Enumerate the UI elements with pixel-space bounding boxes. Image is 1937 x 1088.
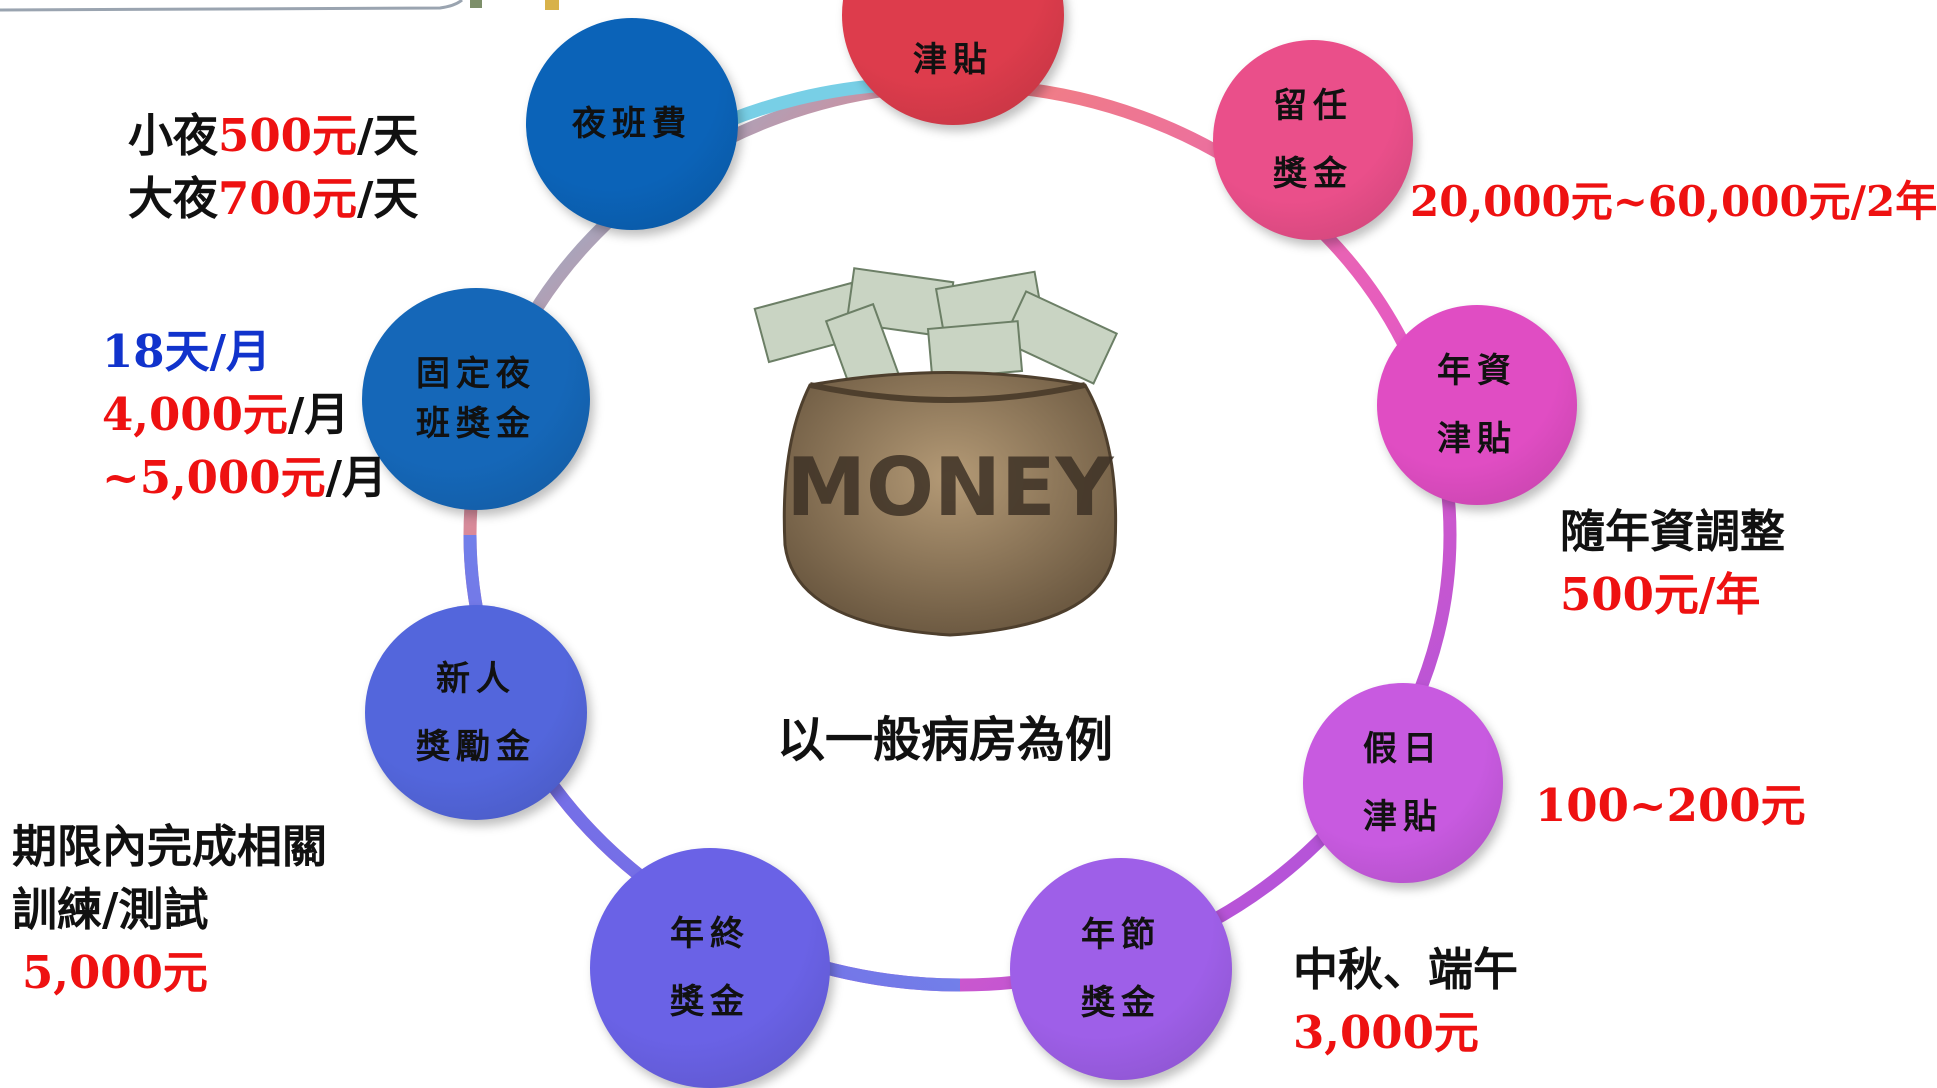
node-label: 新人	[436, 658, 516, 699]
node-label: 固定夜	[416, 354, 536, 394]
node-fixed-night-bonus: 固定夜 班獎金	[362, 288, 590, 510]
node-label: 夜班費	[572, 104, 692, 144]
money-bag-icon: MONEY	[753, 267, 1119, 637]
node-label: 班獎金	[416, 404, 536, 444]
node-label: 年資	[1437, 351, 1517, 391]
node-festival-bonus: 年節 獎金	[1010, 858, 1232, 1080]
node-label: 津貼	[1437, 419, 1517, 459]
node-label: 獎金	[670, 982, 750, 1022]
annotation-festival: 中秋、端午 3,000元	[1293, 943, 1519, 1059]
bag-text: MONEY	[786, 441, 1114, 534]
node-yearend-bonus: 年終 獎金	[590, 848, 830, 1088]
header-decoration	[0, 0, 559, 12]
annotation-retention: 20,000元~60,000元/2年	[1410, 177, 1937, 226]
node-label: 獎金	[1081, 983, 1161, 1023]
center-label: 以一般病房為例	[776, 712, 1113, 768]
node-label: 假日	[1363, 729, 1443, 769]
annotation-holiday: 100~200元	[1535, 779, 1806, 832]
node-label: 津貼	[1363, 797, 1443, 837]
node-label: 年節	[1081, 915, 1161, 955]
node-label: 獎金	[1273, 154, 1353, 194]
node-night-shift-fee: 夜班費	[526, 18, 738, 230]
annotation-seniority: 隨年資調整 500元/年	[1560, 505, 1786, 621]
node-retention-bonus: 留任 獎金	[1213, 40, 1413, 240]
node-newcomer-bonus: 新人 獎勵金	[365, 605, 587, 820]
node-holiday-allowance: 假日 津貼	[1303, 683, 1503, 883]
annotation-newcomer: 期限內完成相關 訓練/測試 5,000元	[12, 820, 328, 999]
node-label: 留任	[1273, 86, 1353, 126]
annotation-fixed-night: 18天/月 4,000元/月 ~5,000元/月	[102, 325, 388, 504]
annotation-night-shift: 小夜500元/天 大夜700元/天	[128, 109, 419, 225]
node-seniority-allowance: 年資 津貼	[1377, 305, 1577, 505]
node-label: 獎勵金	[416, 726, 536, 767]
node-label: 年終	[670, 914, 750, 954]
node-label: 津貼	[913, 40, 993, 80]
